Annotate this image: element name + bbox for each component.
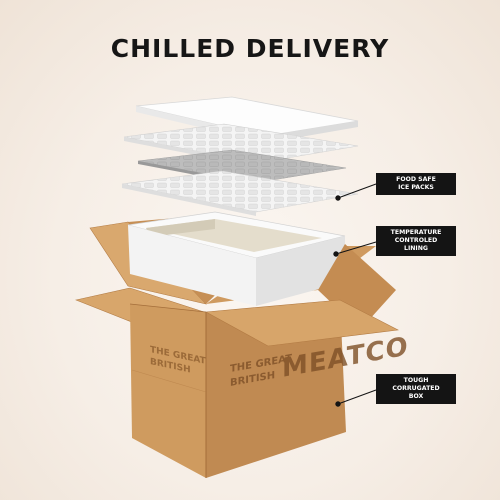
callout-ice-packs-line2: ICE PACKS xyxy=(398,184,434,191)
callout-lining-line2: CONTROLED xyxy=(394,237,438,244)
callout-box-line3: BOX xyxy=(408,393,424,400)
page-title: CHILLED DELIVERY xyxy=(110,34,390,63)
callout-ice-packs-line1: FOOD SAFE xyxy=(396,176,436,183)
callout-lining-line3: LINING xyxy=(404,245,428,252)
callout-lining: TEMPERATURE CONTROLED LINING xyxy=(376,226,456,256)
cardboard-box-body xyxy=(74,244,399,478)
callout-leaders xyxy=(333,183,377,407)
callout-lining-line1: TEMPERATURE xyxy=(390,229,442,236)
callout-ice-packs: FOOD SAFE ICE PACKS xyxy=(376,173,456,195)
callout-box: TOUGH CORRUGATED BOX xyxy=(376,374,456,404)
insulated-liner xyxy=(127,211,346,306)
callout-box-line1: TOUGH xyxy=(403,377,429,384)
ice-pack-tray-bottom xyxy=(121,170,359,216)
callout-box-line2: CORRUGATED xyxy=(392,385,440,392)
